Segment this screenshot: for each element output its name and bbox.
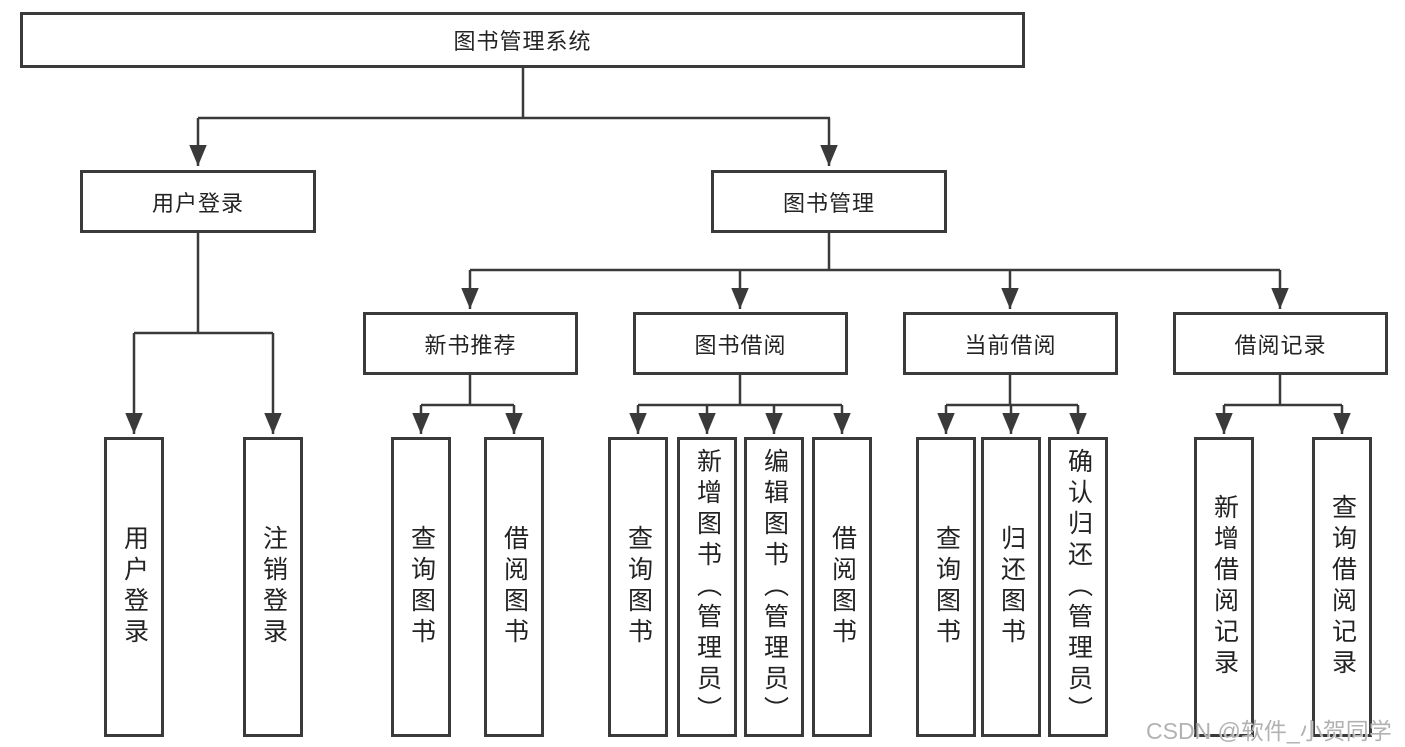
leaf-label: 查询图书 — [407, 525, 436, 649]
leaf-add-borrow-record: 新增借阅记录 — [1194, 437, 1254, 737]
leaf-borrow-books-2: 借阅图书 — [812, 437, 872, 737]
leaf-label: 借阅图书 — [500, 525, 529, 649]
leaf-return-books: 归还图书 — [981, 437, 1041, 737]
node-book-borrow: 图书借阅 — [633, 312, 848, 375]
leaf-label: 用户登录 — [120, 525, 149, 649]
connector-segments — [134, 68, 1342, 407]
leaf-label: 新增借阅记录 — [1210, 494, 1239, 680]
leaf-confirm-return-admin: 确认归还（管理员） — [1048, 437, 1108, 737]
node-user-login: 用户登录 — [80, 170, 316, 233]
leaf-label: 编辑图书（管理员） — [760, 447, 789, 727]
leaf-label: 新增图书（管理员） — [693, 447, 722, 727]
leaf-label: 借阅图书 — [828, 525, 857, 649]
leaf-label: 注销登录 — [259, 525, 288, 649]
leaf-logout: 注销登录 — [243, 437, 303, 737]
leaf-query-books-1: 查询图书 — [391, 437, 451, 737]
leaf-query-books-3: 查询图书 — [916, 437, 976, 737]
leaf-label: 查询图书 — [932, 525, 961, 649]
leaf-label: 归还图书 — [997, 525, 1026, 649]
leaf-query-books-2: 查询图书 — [608, 437, 668, 737]
node-borrow-records: 借阅记录 — [1173, 312, 1388, 375]
leaf-query-borrow-record: 查询借阅记录 — [1312, 437, 1372, 737]
leaf-user-login: 用户登录 — [104, 437, 164, 737]
leaf-borrow-books-1: 借阅图书 — [484, 437, 544, 737]
leaf-label: 查询图书 — [624, 525, 653, 649]
leaf-label: 确认归还（管理员） — [1064, 447, 1093, 727]
leaf-add-books-admin: 新增图书（管理员） — [677, 437, 737, 737]
node-book-mgmt: 图书管理 — [711, 170, 947, 233]
node-new-book-recommend: 新书推荐 — [363, 312, 578, 375]
leaf-label: 查询借阅记录 — [1328, 494, 1357, 680]
leaf-edit-books-admin: 编辑图书（管理员） — [744, 437, 804, 737]
node-current-borrow: 当前借阅 — [903, 312, 1118, 375]
csdn-watermark: CSDN @软件_小贺同学 — [1146, 718, 1392, 744]
node-library-system: 图书管理系统 — [20, 12, 1025, 68]
